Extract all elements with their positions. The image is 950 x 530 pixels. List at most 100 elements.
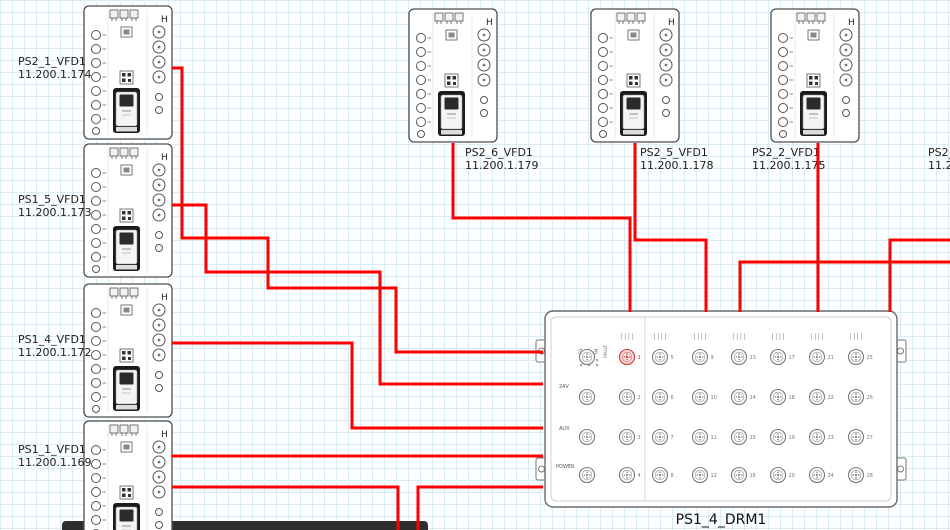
qr-code-icon: [806, 73, 821, 88]
svg-text:28: 28: [867, 473, 873, 479]
right-ports: [152, 303, 166, 392]
partial-device-edge[interactable]: [62, 521, 428, 530]
drm-port: 26: [847, 388, 873, 406]
svg-text:26: 26: [867, 395, 873, 401]
drm-port: 28: [847, 466, 873, 484]
cable[interactable]: [888, 238, 950, 312]
cable[interactable]: [172, 341, 543, 430]
terminal-blocks-icon: [434, 12, 464, 24]
cable[interactable]: [738, 260, 950, 312]
right-ports: [839, 28, 853, 117]
terminal-blocks-icon: [616, 12, 646, 24]
device-ip: 11.200.1.173: [18, 206, 92, 219]
breaker-switch: [113, 88, 140, 133]
breaker-switch: [438, 91, 465, 136]
drm-port: [578, 348, 596, 366]
drm-port: 6: [651, 388, 674, 406]
right-ports: [659, 28, 673, 117]
drm-port: 24: [808, 466, 834, 484]
device-name: PS1_5_VFD1: [18, 193, 86, 206]
qr-code-icon: [626, 73, 641, 88]
vfd-device[interactable]: H: [83, 5, 173, 140]
svg-text:20: 20: [789, 473, 795, 479]
drm-port: 5: [651, 348, 674, 366]
indicator-label-im: IM: [594, 349, 600, 354]
drm-port: [578, 388, 596, 406]
right-ports: [152, 163, 166, 252]
svg-text:9: 9: [711, 355, 714, 361]
svg-text:6: 6: [671, 395, 674, 401]
cable[interactable]: [172, 485, 400, 530]
device-name: PS2_: [928, 146, 950, 159]
terminal-blocks-icon: [109, 9, 139, 21]
connector-icon: [120, 164, 133, 176]
left-ports: [416, 33, 431, 138]
cable[interactable]: [633, 143, 708, 312]
cable[interactable]: [172, 66, 543, 354]
vfd-device[interactable]: H: [590, 8, 680, 143]
connector-icon: [445, 29, 458, 41]
svg-text:10: 10: [711, 395, 717, 401]
vfd-device[interactable]: H: [408, 8, 498, 143]
right-ports: [152, 25, 166, 114]
drm-port: 18: [769, 388, 795, 406]
svg-text:4: 4: [638, 473, 641, 479]
svg-text:5: 5: [671, 355, 674, 361]
drm-port: 8: [651, 466, 674, 484]
breaker-switch: [113, 503, 140, 530]
cable[interactable]: [172, 203, 543, 386]
svg-text:19: 19: [789, 435, 795, 441]
left-ports: [778, 33, 793, 138]
vfd-device[interactable]: H: [83, 283, 173, 418]
left-ports: [91, 308, 106, 413]
breaker-switch: [800, 91, 827, 136]
qr-code-icon: [119, 485, 134, 500]
vfd-device[interactable]: H: [83, 420, 173, 530]
svg-text:2: 2: [638, 395, 641, 401]
device-ip: 11.200.1.169: [18, 456, 92, 469]
cable[interactable]: [451, 143, 632, 312]
vfd-device[interactable]: H: [83, 143, 173, 278]
drm-device[interactable]: P1 P2 IM FAULT 24V AUX POWER 12345678910…: [535, 310, 907, 508]
device-corner-label: H: [161, 153, 168, 163]
device-name: PS2_6_VFD1: [465, 146, 533, 159]
drm-port: 12: [691, 466, 717, 484]
drm-port: 11: [691, 428, 717, 446]
svg-text:25: 25: [867, 355, 873, 361]
drm-port: 10: [691, 388, 717, 406]
drm-port: [578, 428, 596, 446]
device-label-offscreen: PS2_11.2: [928, 146, 950, 172]
drm-port: 2: [618, 388, 641, 406]
svg-text:11: 11: [711, 435, 717, 441]
device-name: PS2_1_VFD1: [18, 55, 86, 68]
qr-code-icon: [119, 208, 134, 223]
drm-port: 25: [847, 348, 873, 366]
device-ip: 11.200.1.172: [18, 346, 92, 359]
drm-port: 7: [651, 428, 674, 446]
connector-icon: [120, 26, 133, 38]
drm-port: 21: [808, 348, 834, 366]
drm-port: 9: [691, 348, 714, 366]
cable[interactable]: [416, 485, 543, 530]
vfd-device[interactable]: H: [770, 8, 860, 143]
svg-text:21: 21: [828, 355, 834, 361]
svg-text:1: 1: [638, 355, 641, 361]
drm-port: 15: [730, 428, 756, 446]
svg-text:24: 24: [828, 473, 834, 479]
svg-text:18: 18: [789, 395, 795, 401]
terminal-blocks-icon: [109, 287, 139, 299]
drm-port: 14: [730, 388, 756, 406]
drm-port: 17: [769, 348, 795, 366]
left-ports: [91, 30, 106, 135]
svg-text:23: 23: [828, 435, 834, 441]
qr-code-icon: [444, 73, 459, 88]
connector-icon: [807, 29, 820, 41]
drm-label: PS1_4_DRM1: [675, 512, 767, 528]
